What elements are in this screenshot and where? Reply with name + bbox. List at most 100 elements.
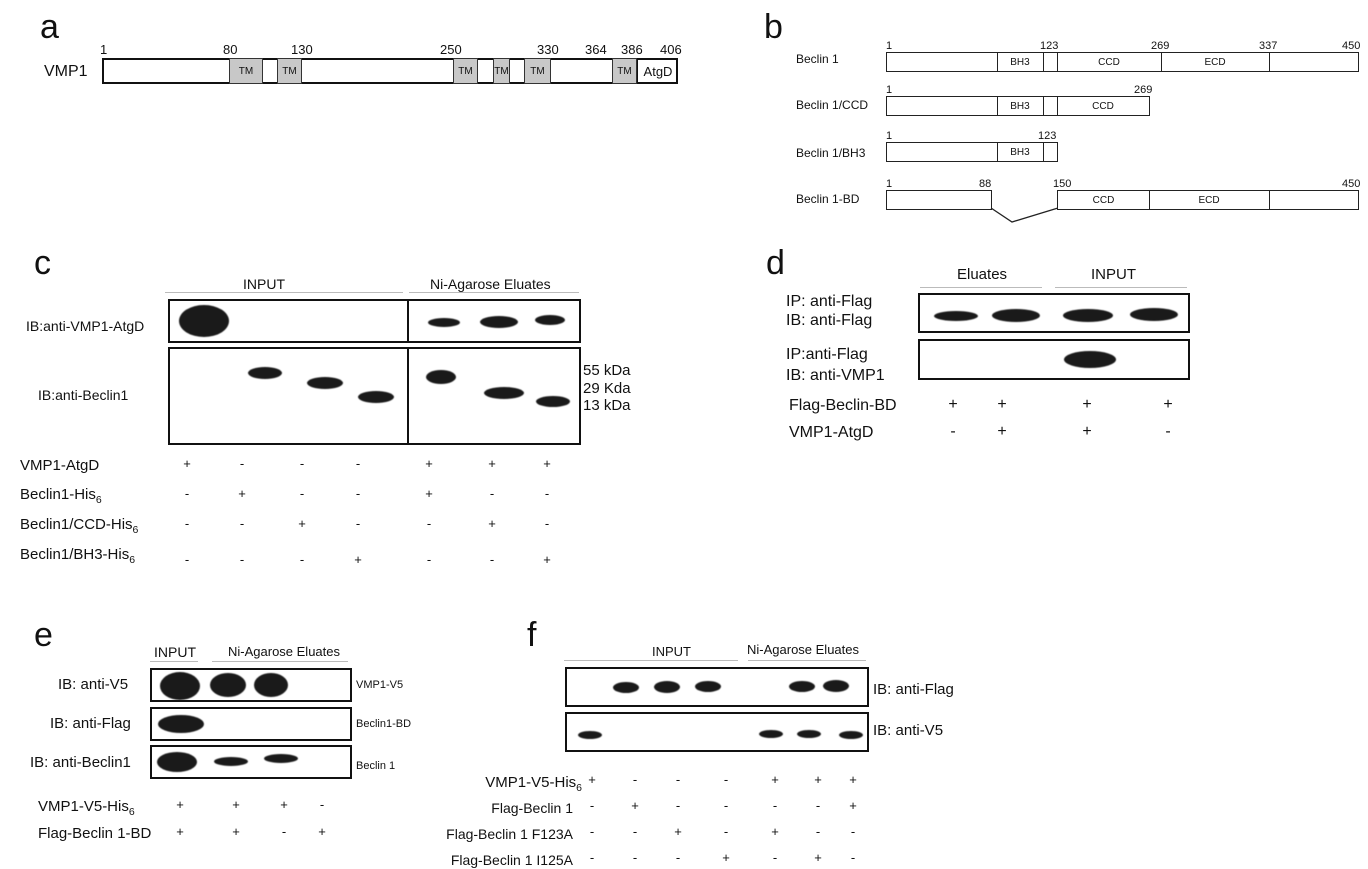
condition-sign: + bbox=[1082, 396, 1092, 413]
blot-label: IP: anti-Flag bbox=[786, 293, 873, 310]
row-label: VMP1-AtgD bbox=[20, 457, 100, 474]
condition-sign: + bbox=[176, 824, 184, 839]
blot-vmp1 bbox=[168, 299, 581, 343]
condition-sign: - bbox=[184, 486, 190, 501]
pos-label: 1 bbox=[886, 130, 893, 142]
vmp1-label: VMP1 bbox=[44, 63, 88, 80]
band bbox=[797, 730, 821, 738]
blot-target: Beclin 1 bbox=[356, 760, 396, 772]
pos-label: 1 bbox=[886, 84, 893, 96]
vmp1-pos-330: 330 bbox=[537, 42, 559, 57]
band bbox=[179, 305, 229, 337]
blot-label: IB: anti-Flag bbox=[50, 715, 131, 732]
blot-v5 bbox=[565, 712, 869, 752]
blot-flag bbox=[918, 293, 1190, 333]
band bbox=[823, 680, 849, 692]
band bbox=[839, 731, 863, 739]
band bbox=[992, 309, 1040, 322]
condition-sign: - bbox=[632, 824, 638, 839]
row-label: Flag-Beclin 1 F123A bbox=[446, 826, 573, 842]
blot-beclin1 bbox=[168, 347, 581, 445]
tm-domain: TM bbox=[612, 58, 637, 84]
band bbox=[1064, 351, 1116, 368]
pos-label: 269 bbox=[1134, 84, 1153, 96]
condition-sign: - bbox=[355, 486, 361, 501]
bh3-domain: BH3 bbox=[1010, 56, 1030, 68]
condition-sign: + bbox=[849, 798, 857, 813]
condition-sign: - bbox=[723, 772, 729, 787]
condition-sign: + bbox=[488, 456, 496, 471]
band bbox=[695, 681, 721, 692]
ecd-domain: ECD bbox=[1198, 194, 1220, 206]
condition-sign: - bbox=[281, 824, 287, 839]
row-label: Flag-Beclin 1 I125A bbox=[450, 852, 573, 868]
condition-sign: + bbox=[997, 396, 1007, 413]
condition-sign: + bbox=[232, 797, 240, 812]
band bbox=[934, 311, 978, 321]
condition-sign: - bbox=[239, 516, 245, 531]
condition-sign: - bbox=[850, 824, 856, 839]
blot-label: IB: anti-V5 bbox=[58, 676, 129, 693]
condition-sign: - bbox=[772, 798, 778, 813]
condition-sign: + bbox=[849, 772, 857, 787]
band bbox=[210, 673, 246, 697]
tm-domain: TM bbox=[453, 58, 478, 84]
atgd-domain: AtgD bbox=[637, 58, 678, 84]
band bbox=[158, 715, 204, 733]
pos-label: 337 bbox=[1259, 40, 1278, 52]
condition-sign: + bbox=[588, 772, 596, 787]
band bbox=[578, 731, 602, 739]
row-label: VMP1-AtgD bbox=[789, 424, 874, 441]
pos-label: 1 bbox=[886, 40, 893, 52]
tm-domain: TM bbox=[277, 58, 302, 84]
vmp1-pos-130: 130 bbox=[291, 42, 313, 57]
ccd-domain: CCD bbox=[1092, 100, 1114, 112]
pos-label: 123 bbox=[1038, 130, 1057, 142]
condition-sign: - bbox=[299, 552, 305, 567]
band bbox=[480, 316, 518, 328]
condition-sign: + bbox=[674, 824, 682, 839]
header-eluates: Ni-Agarose Eluates bbox=[228, 644, 340, 659]
condition-sign: + bbox=[631, 798, 639, 813]
condition-sign: - bbox=[850, 850, 856, 865]
band bbox=[1130, 308, 1178, 321]
pos-label: 88 bbox=[979, 178, 992, 190]
panel-label-a: a bbox=[40, 8, 59, 46]
condition-sign: + bbox=[298, 516, 306, 531]
condition-sign: - bbox=[815, 798, 821, 813]
condition-sign: + bbox=[771, 772, 779, 787]
condition-sign: - bbox=[239, 552, 245, 567]
condition-sign: - bbox=[489, 486, 495, 501]
condition-sign: + bbox=[318, 824, 326, 839]
row-label: VMP1-V5-His6 bbox=[485, 774, 582, 794]
condition-sign: - bbox=[675, 798, 681, 813]
condition-sign: + bbox=[425, 456, 433, 471]
band bbox=[536, 396, 570, 407]
blot-vmp1 bbox=[918, 339, 1190, 380]
panel-label-b: b bbox=[764, 8, 783, 46]
band bbox=[426, 370, 456, 384]
condition-sign: + bbox=[722, 850, 730, 865]
band bbox=[248, 367, 282, 379]
condition-sign: - bbox=[950, 423, 956, 440]
header-input: INPUT bbox=[652, 644, 691, 659]
vmp1-pos-386: 386 bbox=[621, 42, 643, 57]
band bbox=[160, 672, 200, 700]
condition-sign: - bbox=[355, 516, 361, 531]
condition-sign: - bbox=[772, 850, 778, 865]
mw-55: 55 kDa bbox=[583, 362, 631, 379]
band bbox=[358, 391, 394, 403]
condition-sign: - bbox=[544, 486, 550, 501]
blot-label-vmp1: IB:anti-VMP1-AtgD bbox=[26, 318, 145, 334]
band bbox=[535, 315, 565, 325]
row-label: Flag-Beclin 1 bbox=[491, 800, 573, 816]
condition-sign: + bbox=[280, 797, 288, 812]
header-eluates: Ni-Agarose Eluates bbox=[430, 276, 551, 292]
band bbox=[307, 377, 343, 389]
band bbox=[254, 673, 288, 697]
construct-beclin1-bd-label: Beclin 1-BD bbox=[796, 192, 860, 206]
header-input: INPUT bbox=[243, 276, 285, 292]
blot-label: IB: anti-VMP1 bbox=[786, 367, 885, 384]
condition-sign: - bbox=[184, 516, 190, 531]
condition-sign: + bbox=[997, 423, 1007, 440]
